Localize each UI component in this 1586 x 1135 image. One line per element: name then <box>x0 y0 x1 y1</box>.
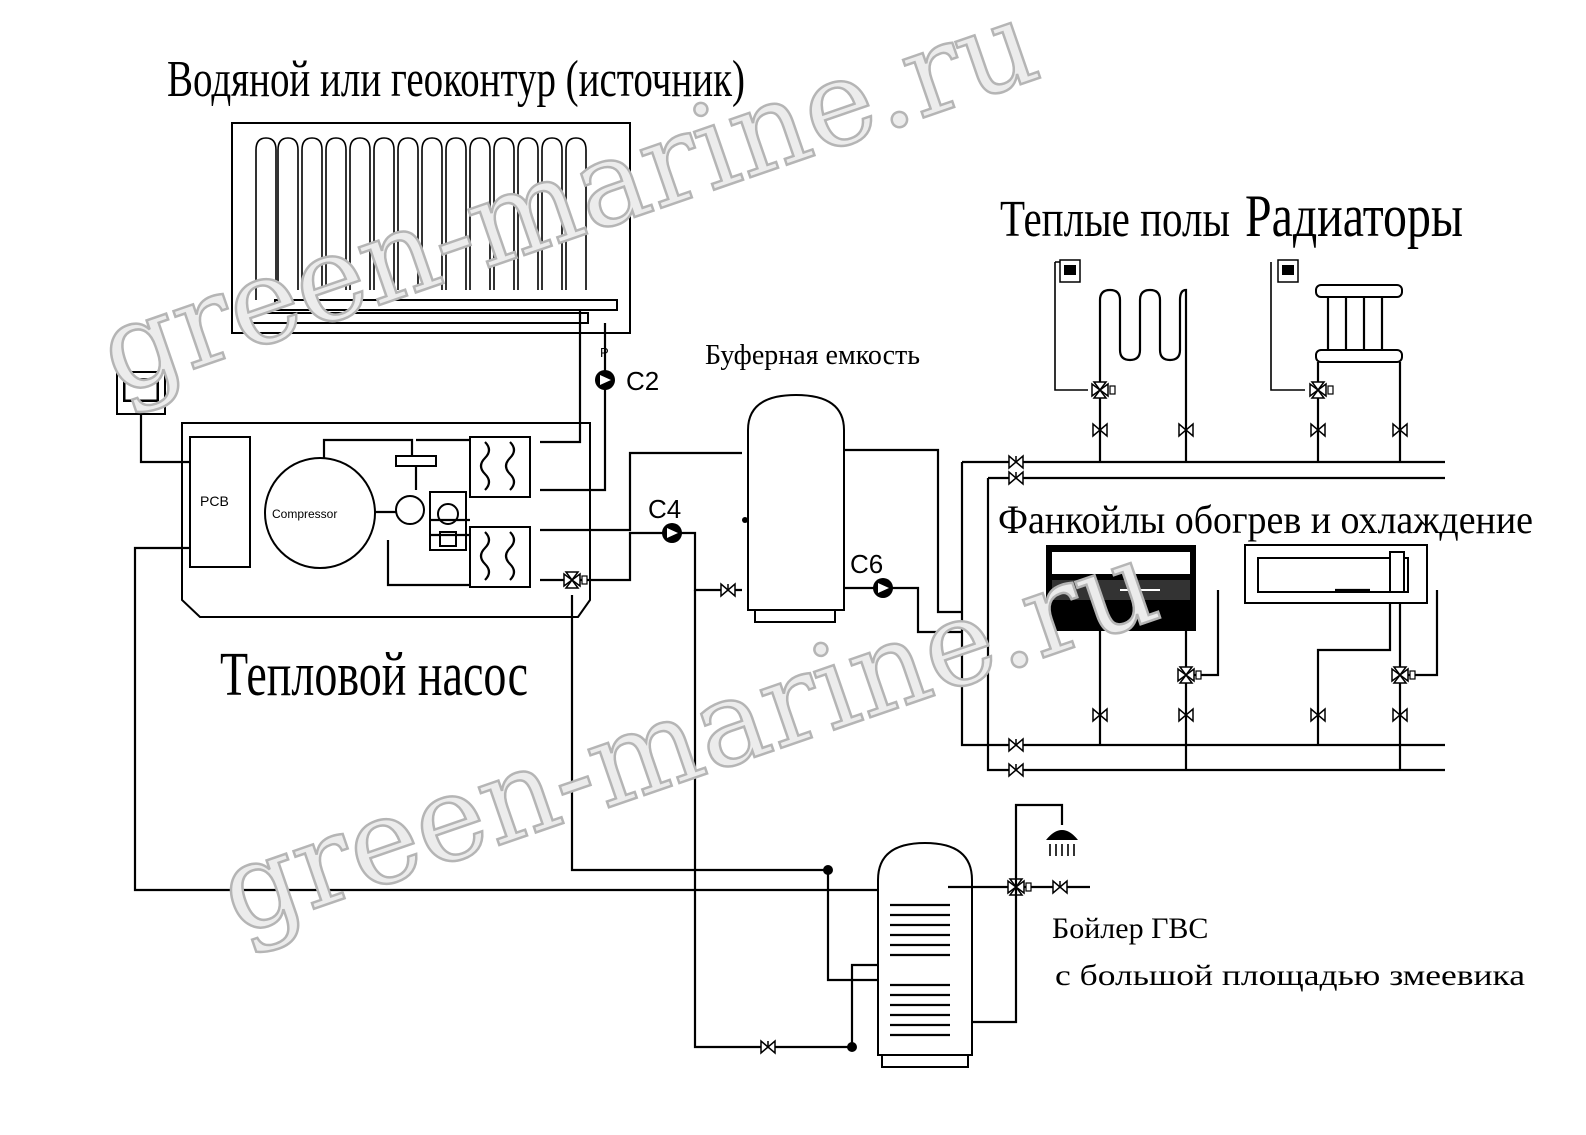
four-way-valve <box>395 495 425 525</box>
compressor-label: Compressor <box>272 507 337 521</box>
boiler-title-line2: с большой площадью змеевика <box>1055 959 1525 992</box>
radiator-circuit <box>1270 259 1408 462</box>
radiators-title: Радиаторы <box>1245 183 1463 249</box>
dhw-boiler-tank <box>877 841 973 1068</box>
pcb-board <box>189 436 251 568</box>
heat-pump-unit: PCB Compressor <box>181 422 591 618</box>
pump-c4-icon <box>662 523 682 543</box>
expansion-valve <box>395 455 437 467</box>
fancoils-title: Фанкойлы обогрев и охлаждение <box>998 497 1533 542</box>
warm-floor-circuit <box>1054 259 1194 462</box>
controller-screen-icon <box>116 371 190 464</box>
pump-c2-label: C2 <box>626 366 659 396</box>
buffer-supply-pipe <box>844 448 962 614</box>
boiler-supply-pipe <box>570 595 828 872</box>
collector-manifold-upper <box>274 299 618 311</box>
boiler-title-line1: Бойлер ГВС <box>1052 912 1208 945</box>
pcb-label: PCB <box>200 493 229 509</box>
pump-c4-label: C4 <box>648 494 681 524</box>
ball-valve-icon <box>720 583 736 597</box>
source-return-pipe <box>540 310 582 444</box>
fancoil-2 <box>1244 544 1439 770</box>
buffer-label: Буферная емкость <box>705 340 920 371</box>
hp-supply-to-buffer <box>540 451 742 532</box>
warm-floors-title: Теплые полы <box>1000 191 1230 248</box>
ground-collector-coil <box>255 137 587 300</box>
collector-manifold-lower <box>247 312 589 324</box>
svg-text:P: P <box>600 345 609 360</box>
heat-pump-title: Тепловой насос <box>220 641 528 709</box>
distribution-manifold <box>960 455 1445 777</box>
fancoil-1 <box>1046 545 1220 770</box>
source-title: Водяной или геоконтур (источник) <box>167 51 745 108</box>
pump-c2-icon <box>595 370 615 390</box>
boiler-return-pipe <box>693 590 852 1049</box>
source-loop <box>231 122 631 334</box>
condenser-hx <box>469 526 531 588</box>
shower-head-icon <box>1046 830 1078 856</box>
buffer-tank <box>742 393 845 623</box>
pump-c6-label: C6 <box>850 549 883 579</box>
evaporator-hx <box>469 436 531 498</box>
thermostat-icon <box>1059 259 1081 283</box>
